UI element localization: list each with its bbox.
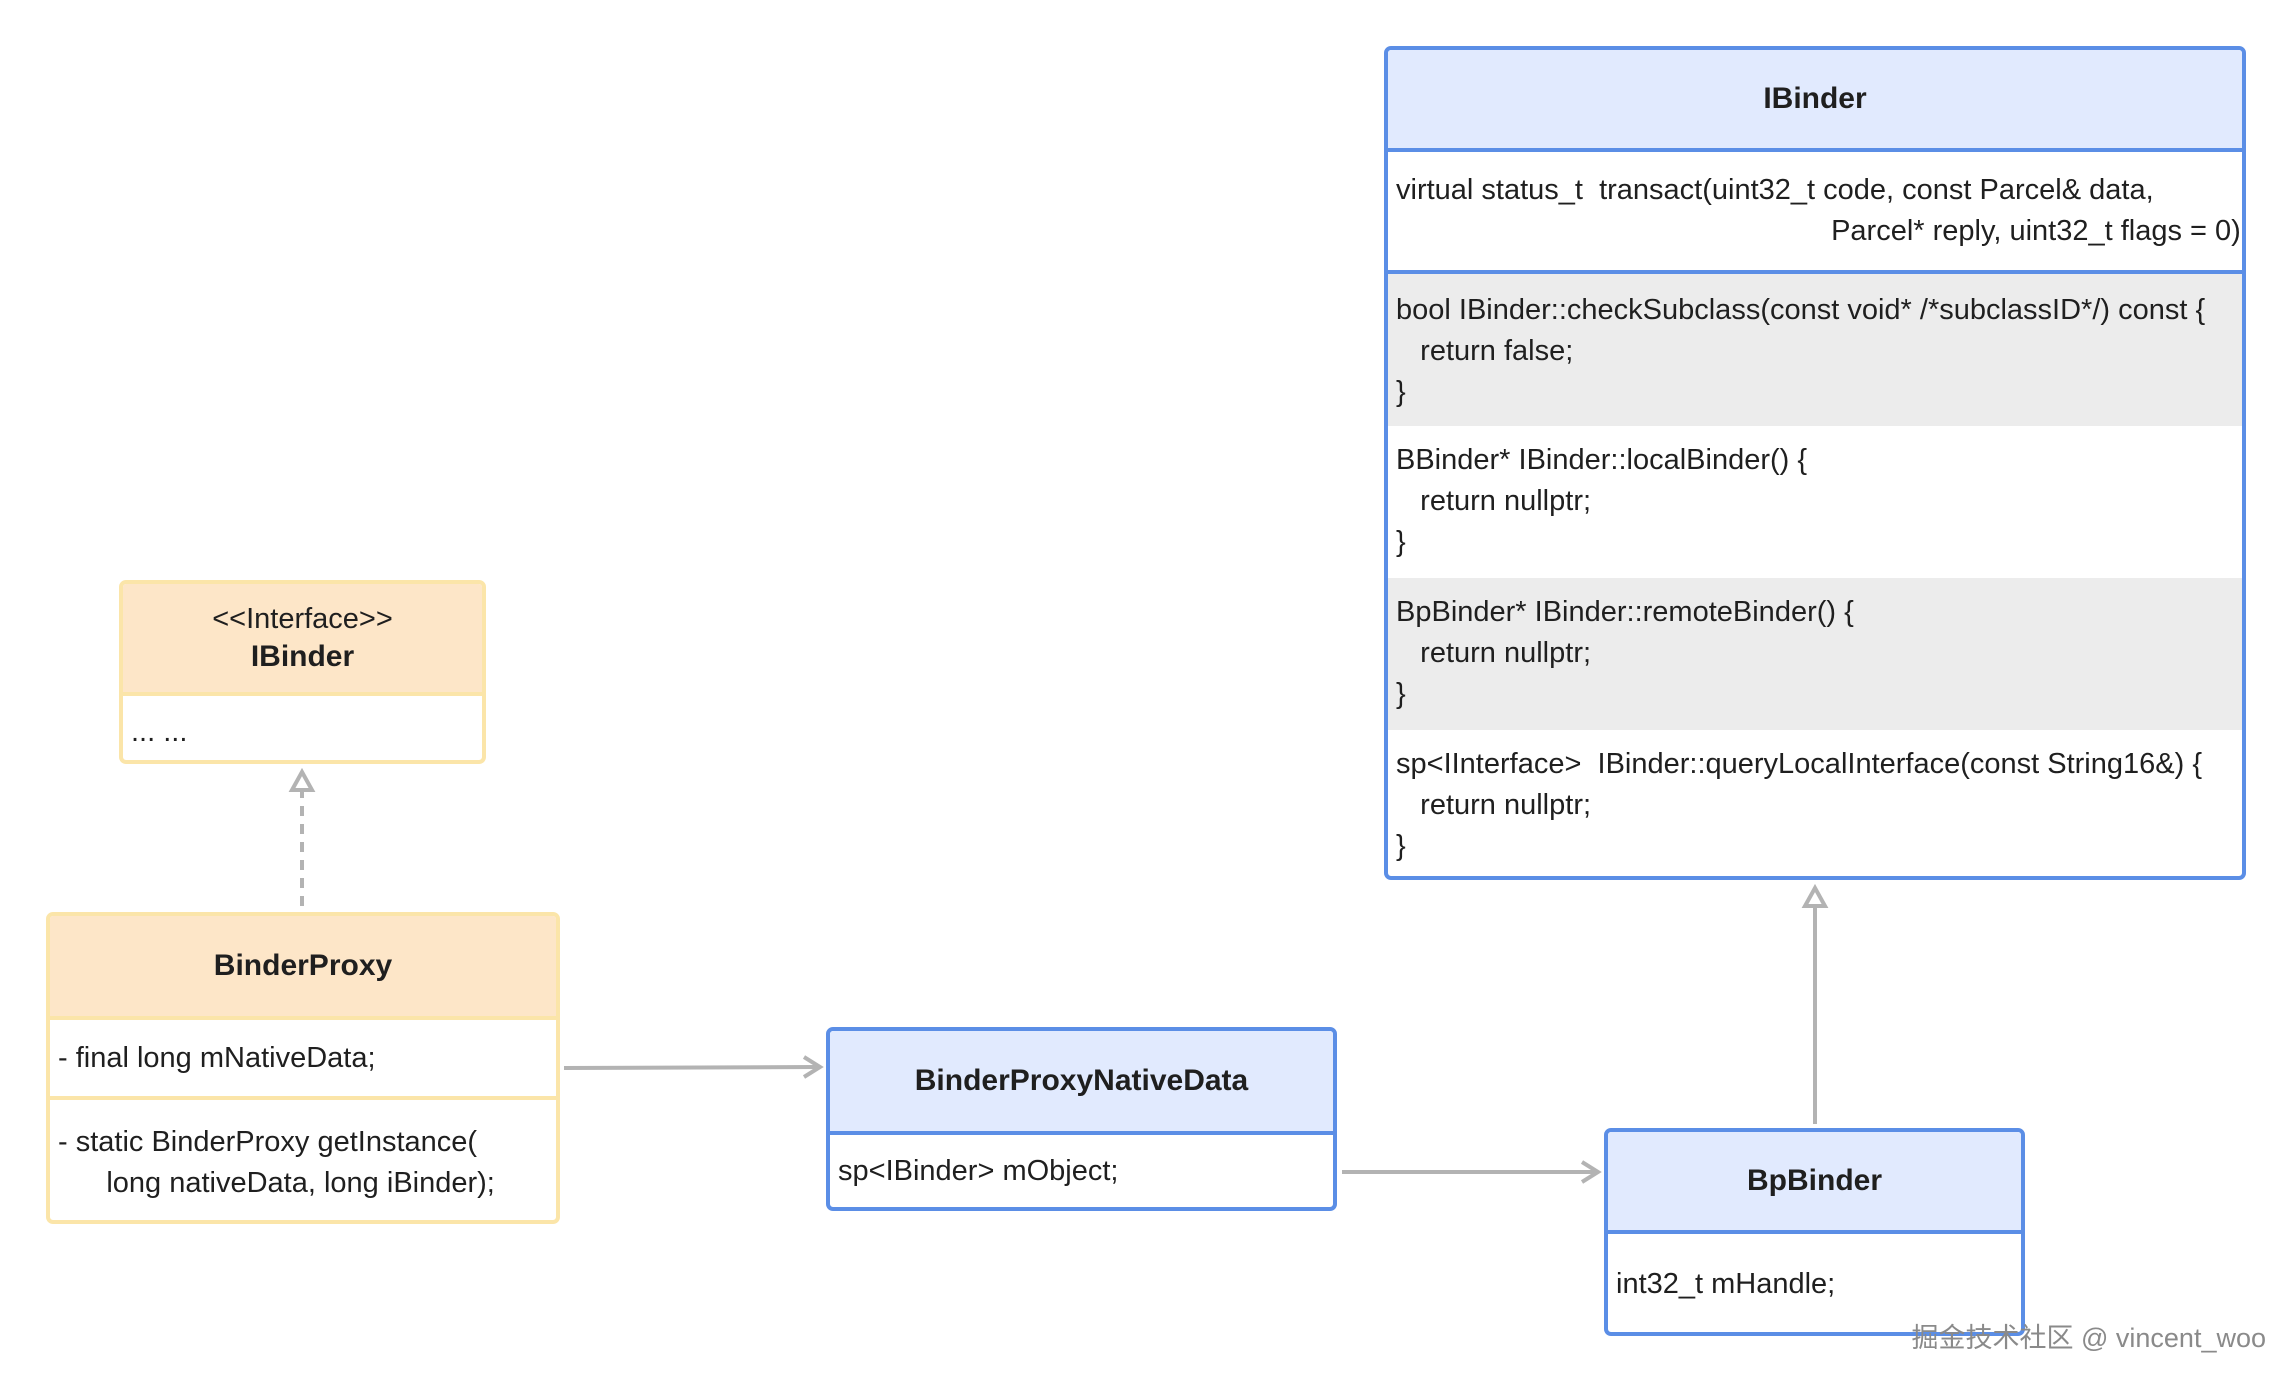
binderproxy-field: - final long mNativeData; [58, 1041, 376, 1074]
bpbinder-box: BpBinder int32_t mHandle; [1604, 1128, 2025, 1336]
watermark: 掘金技术社区 @ vincent_woo [1911, 1323, 2266, 1353]
association-arrowhead-nativedata-bpbinder [1580, 1160, 1602, 1184]
binderproxy-method: - static BinderProxy getInstance( long n… [50, 1096, 556, 1204]
ibinder-box: IBinder virtual status_t transact(uint32… [1384, 46, 2246, 880]
binderproxynativedata-field: sp<IBinder> mObject; [838, 1154, 1119, 1187]
interface-ibinder-body: ... ... [131, 716, 188, 748]
interface-stereotype: <<Interface>> [212, 602, 393, 635]
bpbinder-field: int32_t mHandle; [1616, 1267, 1836, 1300]
association-line-proxy-nativedata [563, 1065, 819, 1070]
ibinder-method-checksubclass: bool IBinder::checkSubclass(const void* … [1388, 270, 2242, 426]
ibinder-method-remotebinder: BpBinder* IBinder::remoteBinder() { retu… [1388, 578, 2242, 730]
bpbinder-title: BpBinder [1747, 1164, 1882, 1197]
interface-ibinder-title: IBinder [250, 639, 355, 673]
realization-arrowhead [288, 767, 316, 792]
bpbinder-header: BpBinder [1608, 1132, 2021, 1234]
ibinder-transact: virtual status_t transact(uint32_t code,… [1396, 174, 2241, 247]
binderproxy-box: BinderProxy - final long mNativeData; - … [46, 912, 560, 1224]
interface-ibinder-header: <<Interface>> IBinder [123, 584, 482, 696]
ibinder-header: IBinder [1388, 50, 2242, 152]
ibinder-title: IBinder [1763, 82, 1867, 115]
binderproxynativedata-title: BinderProxyNativeData [914, 1064, 1249, 1097]
inheritance-arrowhead [1801, 883, 1829, 908]
binderproxynativedata-header: BinderProxyNativeData [830, 1031, 1333, 1135]
binderproxy-header: BinderProxy [50, 916, 556, 1020]
binderproxy-title: BinderProxy [213, 949, 393, 982]
ibinder-method-querylocalinterface: sp<IInterface> IBinder::queryLocalInterf… [1396, 748, 2203, 862]
interface-ibinder-box: <<Interface>> IBinder ... ... [119, 580, 486, 764]
association-arrowhead-proxy-nativedata [802, 1055, 824, 1079]
ibinder-method-localbinder: BBinder* IBinder::localBinder() { return… [1396, 444, 1808, 558]
binderproxynativedata-box: BinderProxyNativeData sp<IBinder> mObjec… [826, 1027, 1337, 1211]
